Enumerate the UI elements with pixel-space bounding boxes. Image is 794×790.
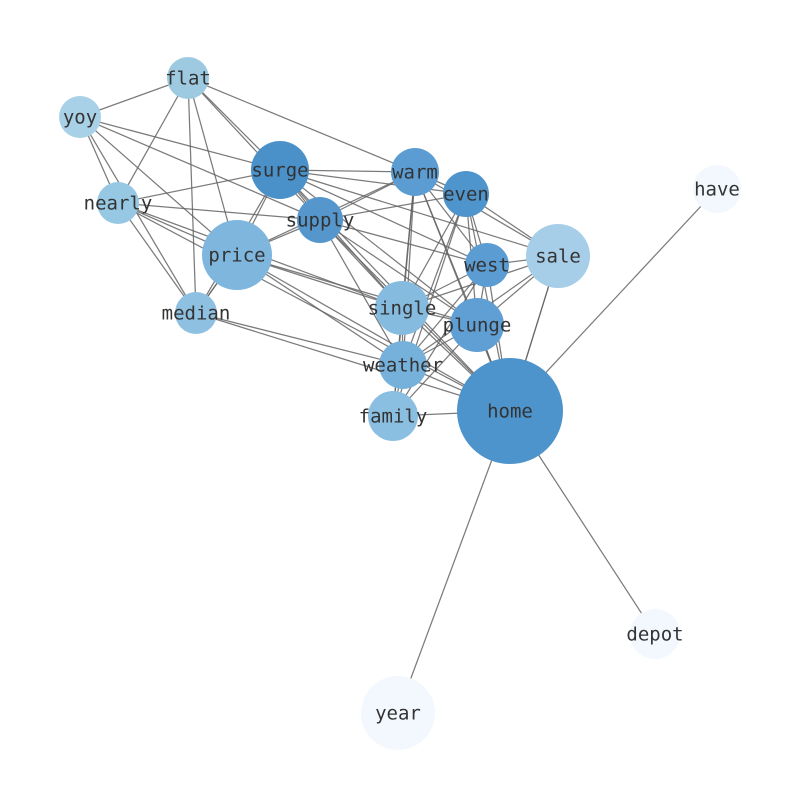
graph-node-label-depot: depot (626, 624, 683, 646)
graph-node-label-single: single (368, 298, 437, 320)
graph-node-label-sale: sale (535, 246, 581, 268)
graph-node-year[interactable] (361, 676, 435, 750)
graph-node-supply[interactable] (297, 197, 343, 243)
graph-edge (117, 202, 511, 412)
graph-node-nearly[interactable] (97, 182, 139, 224)
graph-edge (195, 312, 511, 412)
graph-edge (117, 202, 321, 221)
graph-node-label-west: west (464, 255, 510, 277)
graph-edge (79, 116, 197, 314)
graph-node-single[interactable] (375, 281, 429, 335)
graph-node-label-weather: weather (363, 355, 443, 377)
graph-node-label-warm: warm (392, 162, 438, 184)
graph-edge (79, 116, 281, 171)
graph-node-weather[interactable] (379, 341, 427, 389)
graph-node-price[interactable] (202, 220, 272, 290)
graph-node-label-home: home (487, 401, 533, 423)
graph-edge (279, 169, 559, 257)
graph-edge (402, 193, 467, 366)
graph-edge (279, 169, 467, 195)
graph-node-flat[interactable] (167, 57, 209, 99)
graph-edge (187, 77, 197, 314)
graph-node-west[interactable] (465, 243, 509, 287)
graph-edge (195, 312, 404, 366)
graph-node-label-plunge: plunge (443, 315, 512, 337)
graph-node-label-median: median (162, 303, 231, 325)
graph-node-label-flat: flat (165, 68, 211, 90)
graph-edge (187, 77, 416, 173)
graph-edge (279, 169, 478, 326)
graph-edge (279, 169, 403, 309)
graph-node-warm[interactable] (391, 148, 439, 196)
graph-edge (392, 264, 488, 417)
graph-node-home[interactable] (457, 358, 563, 464)
graph-node-have[interactable] (693, 165, 741, 213)
graph-node-median[interactable] (175, 292, 217, 334)
graph-node-label-yoy: yoy (63, 107, 97, 129)
graph-edge (79, 116, 321, 221)
graph-node-depot[interactable] (630, 609, 680, 659)
graph-node-sale[interactable] (526, 224, 590, 288)
graph-node-label-supply: supply (286, 210, 355, 232)
graph-edge (117, 77, 189, 204)
graph-node-label-even: even (443, 184, 489, 206)
graph-edge (236, 254, 478, 326)
graph-edge (279, 169, 488, 266)
graph-node-label-family: family (359, 406, 428, 428)
graph-edge (319, 193, 467, 221)
graph-node-surge[interactable] (251, 141, 309, 199)
graph-edge (319, 219, 488, 266)
graph-node-label-have: have (694, 179, 740, 201)
graph-edge (117, 202, 197, 314)
graph-node-label-surge: surge (251, 160, 308, 182)
graph-edge (187, 77, 321, 221)
graph-node-label-nearly: nearly (84, 193, 153, 215)
graph-node-label-year: year (375, 703, 421, 725)
graph-edge (319, 219, 404, 366)
graph-node-label-price: price (208, 245, 265, 267)
graph-node-family[interactable] (368, 391, 418, 441)
graph-node-even[interactable] (443, 171, 489, 217)
nodes-layer (59, 57, 741, 750)
graph-node-plunge[interactable] (450, 298, 504, 352)
graph-edge (397, 410, 511, 714)
graph-node-yoy[interactable] (59, 96, 101, 138)
